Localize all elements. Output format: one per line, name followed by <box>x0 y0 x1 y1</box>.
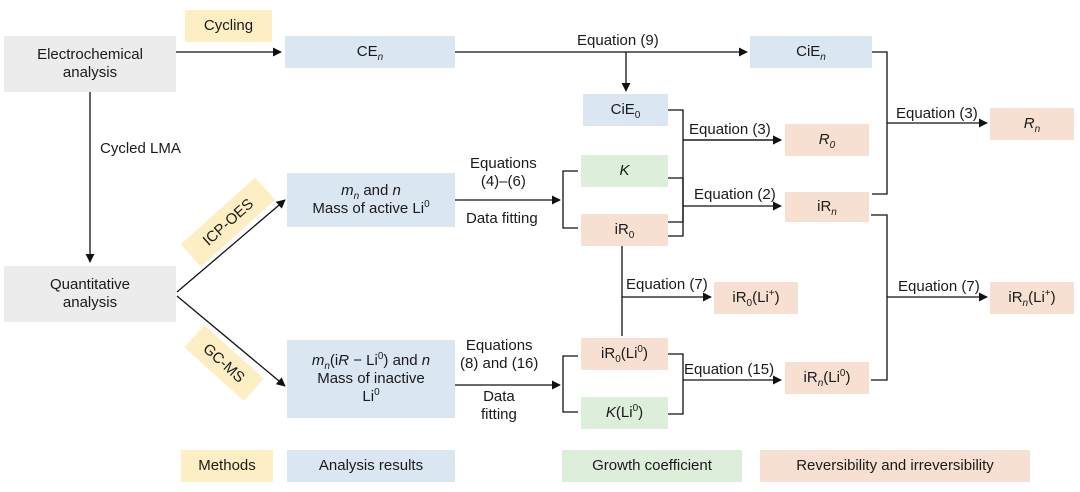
edge-label-eq2: Equation (2) <box>694 186 776 203</box>
cie-0-node: CiE0 <box>583 94 668 126</box>
arrow-quant-gc <box>176 295 286 387</box>
electrochemical-analysis-node: Electrochemical analysis <box>4 36 176 92</box>
irn-li-plus-node: iRn(Li+) <box>990 282 1074 314</box>
ir0-li-plus-node: iR0(Li+) <box>714 282 798 314</box>
arrow-quant-icp <box>176 199 286 293</box>
ce-n-node: CEn <box>285 36 455 68</box>
legend-analysis-results: Analysis results <box>287 450 455 482</box>
legend-methods: Methods <box>181 450 273 482</box>
inactive-li-node: mn(iR − Li0) and n Mass of inactive Li0 <box>287 340 455 418</box>
irn-li0-node: iRn(Li0) <box>785 362 869 394</box>
bracket-ir0li-kli <box>562 355 578 413</box>
edge-label-eq7-b: Equation (7) <box>898 278 980 295</box>
r-0-node: R0 <box>785 124 869 156</box>
bracket-k-ir0 <box>562 170 578 229</box>
bracket-ir0li-kli-out <box>668 353 684 415</box>
edge-label-eq15: Equation (15) <box>684 361 775 378</box>
quantitative-analysis-node: Quantitative analysis <box>4 266 176 322</box>
cycled-lma-label: Cycled LMA <box>100 140 181 157</box>
active-li-node: mn and n Mass of active Li0 <box>287 173 455 227</box>
legend-growth-coefficient: Growth coefficient <box>562 450 742 482</box>
k-li0-node: K(Li0) <box>581 397 668 429</box>
legend-reversibility: Reversibility and irreversibility <box>760 450 1030 482</box>
bracket-irn-irnli <box>871 214 888 381</box>
cycling-method: Cycling <box>185 10 272 42</box>
edge-label-fit1: Data fitting <box>466 210 538 227</box>
bracket-k-ir0-irn <box>668 177 684 237</box>
edge-label-eq7-a: Equation (7) <box>626 276 708 293</box>
electrochemical-analysis-label: Electrochemical analysis <box>37 46 143 81</box>
ir0-li0-node: iR0(Li0) <box>581 338 668 370</box>
quantitative-analysis-label: Quantitative analysis <box>49 276 131 311</box>
edge-label-eq3-b: Equation (3) <box>896 105 978 122</box>
ir-n-node: iRn <box>785 192 869 222</box>
edge-label-fit2: Data fitting <box>481 388 517 423</box>
cie-n-node: CiEn <box>750 36 872 68</box>
r-n-node: Rn <box>990 108 1074 140</box>
k-node: K <box>581 155 668 187</box>
edge-label-eq8-16: Equations (8) and (16) <box>460 337 539 372</box>
bracket-cien-irn <box>872 51 888 195</box>
edge-label-eq9: Equation (9) <box>577 32 659 49</box>
edge-label-eq4-6: Equations (4)–(6) <box>470 155 537 190</box>
edge-label-eq3-a: Equation (3) <box>689 121 771 138</box>
ir-0-node: iR0 <box>581 214 668 246</box>
